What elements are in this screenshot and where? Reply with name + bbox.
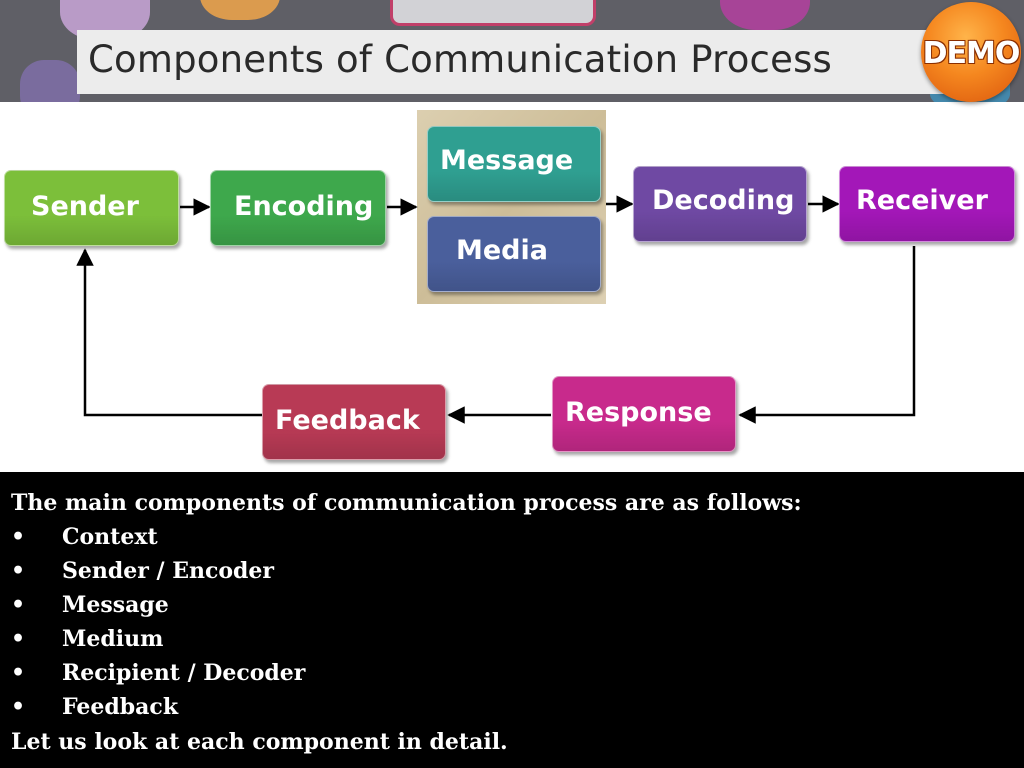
list-item-text: Sender / Encoder: [62, 558, 275, 584]
list-item-text: Context: [62, 524, 158, 550]
node-message: Message: [427, 126, 601, 202]
bullet-marker: •: [11, 592, 26, 618]
arrow-feedback-sender: [76, 248, 262, 417]
node-encoding-label: Encoding: [234, 191, 374, 222]
node-receiver: Receiver: [839, 166, 1015, 242]
node-sender-label: Sender: [31, 191, 139, 222]
list-item-text: Feedback: [62, 694, 179, 720]
node-feedback-label: Feedback: [275, 405, 420, 436]
list-item-text: Message: [62, 592, 169, 618]
bullet-marker: •: [11, 524, 26, 550]
outro-text: Let us look at each component in detail.: [11, 729, 508, 755]
node-encoding: Encoding: [210, 170, 386, 246]
text-panel: The main components of communication pro…: [0, 472, 1024, 768]
node-decoding-label: Decoding: [652, 185, 795, 216]
page-title: Components of Communication Process: [88, 38, 833, 81]
node-sender: Sender: [4, 170, 179, 246]
node-receiver-label: Receiver: [856, 185, 988, 216]
node-message-label: Message: [440, 145, 574, 176]
node-media-label: Media: [456, 235, 548, 266]
decorative-shape: [720, 0, 810, 30]
demo-badge-label: DEMO: [922, 36, 1021, 71]
decorative-shape: [20, 60, 80, 102]
demo-badge: DEMO: [921, 2, 1021, 102]
bullet-marker: •: [11, 626, 26, 652]
arrow-receiver-response: [738, 246, 916, 424]
bullet-marker: •: [11, 660, 26, 686]
decorative-shape: [390, 0, 596, 26]
bullet-marker: •: [11, 694, 26, 720]
list-item-text: Medium: [62, 626, 164, 652]
node-media: Media: [427, 216, 601, 292]
title-bar: [77, 30, 957, 94]
communication-process-diagram: Sender Encoding Message Media Decoding R…: [0, 102, 1024, 472]
node-feedback: Feedback: [262, 384, 446, 460]
list-item-text: Recipient / Decoder: [62, 660, 306, 686]
bullet-marker: •: [11, 558, 26, 584]
diagram-arrows: [76, 195, 916, 424]
node-response-label: Response: [565, 397, 712, 428]
node-decoding: Decoding: [633, 166, 807, 242]
intro-text: The main components of communication pro…: [11, 490, 802, 516]
node-response: Response: [552, 376, 736, 452]
decorative-shape: [200, 0, 280, 20]
